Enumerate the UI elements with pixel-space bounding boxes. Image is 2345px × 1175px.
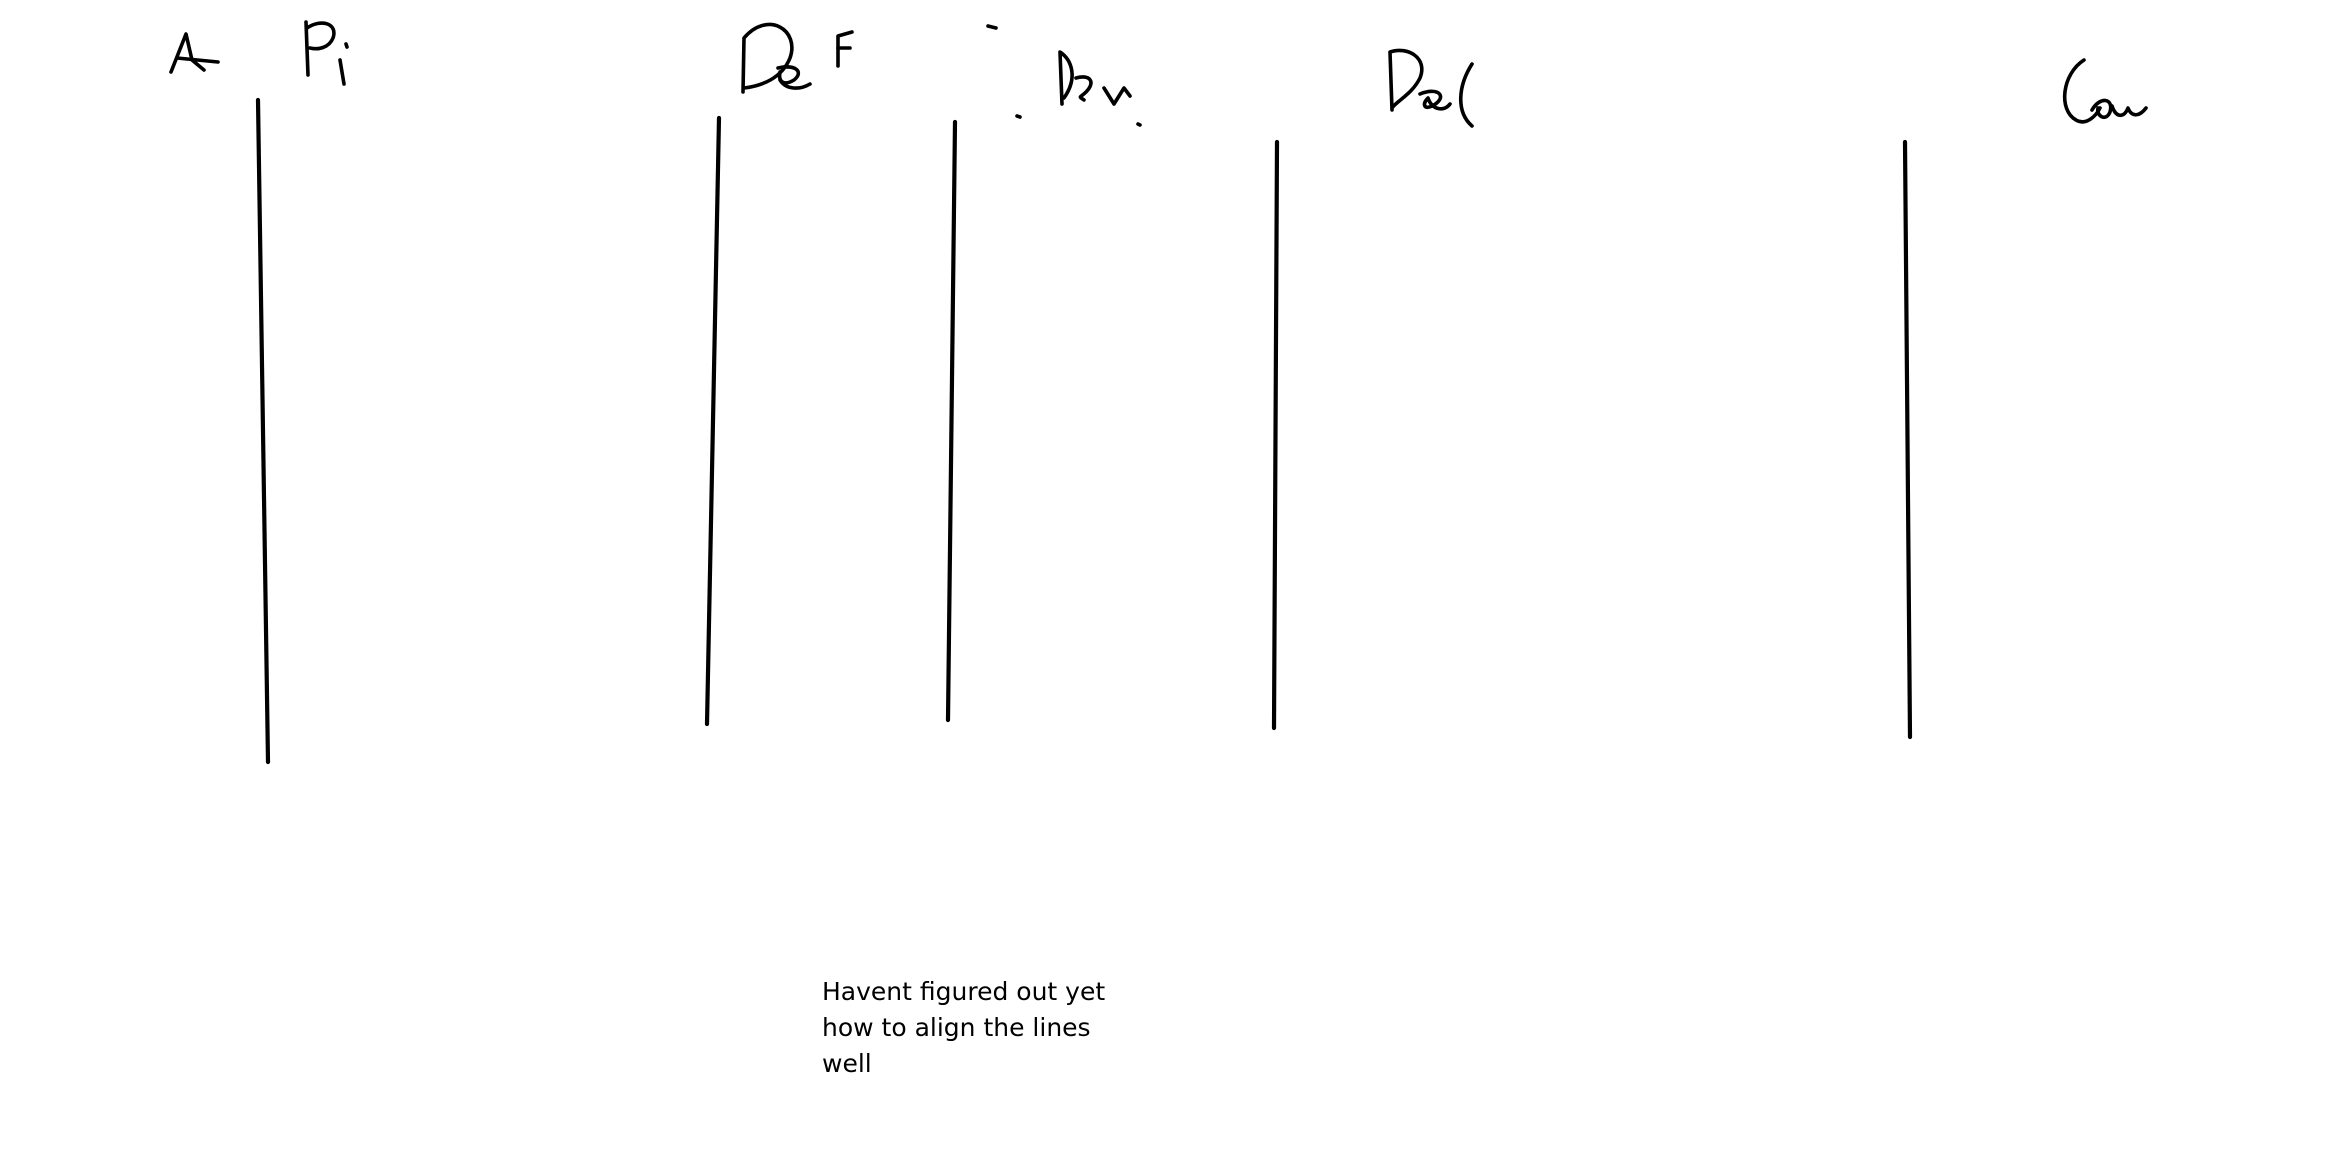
note-text: Havent figured out yet how to align the …	[822, 974, 1142, 1082]
note-line-2: how to align the lines	[822, 1013, 1091, 1042]
note-line-1: Havent figured out yet	[822, 977, 1106, 1006]
header-scribble-2	[304, 20, 349, 86]
note-line-3: well	[822, 1049, 872, 1078]
lane-line-3	[945, 119, 958, 723]
lane-line-5	[1902, 139, 1913, 740]
header-scribble-1	[169, 32, 220, 74]
header-scribble-5	[1388, 48, 1474, 128]
header-scribble-6	[2062, 58, 2148, 124]
lane-lines	[255, 97, 1913, 765]
lane-line-4	[1271, 139, 1280, 731]
header-scribble-3	[741, 22, 854, 94]
lane-line-2	[704, 115, 722, 727]
lane-line-1	[255, 97, 271, 765]
header-scribble-4	[986, 24, 1142, 127]
